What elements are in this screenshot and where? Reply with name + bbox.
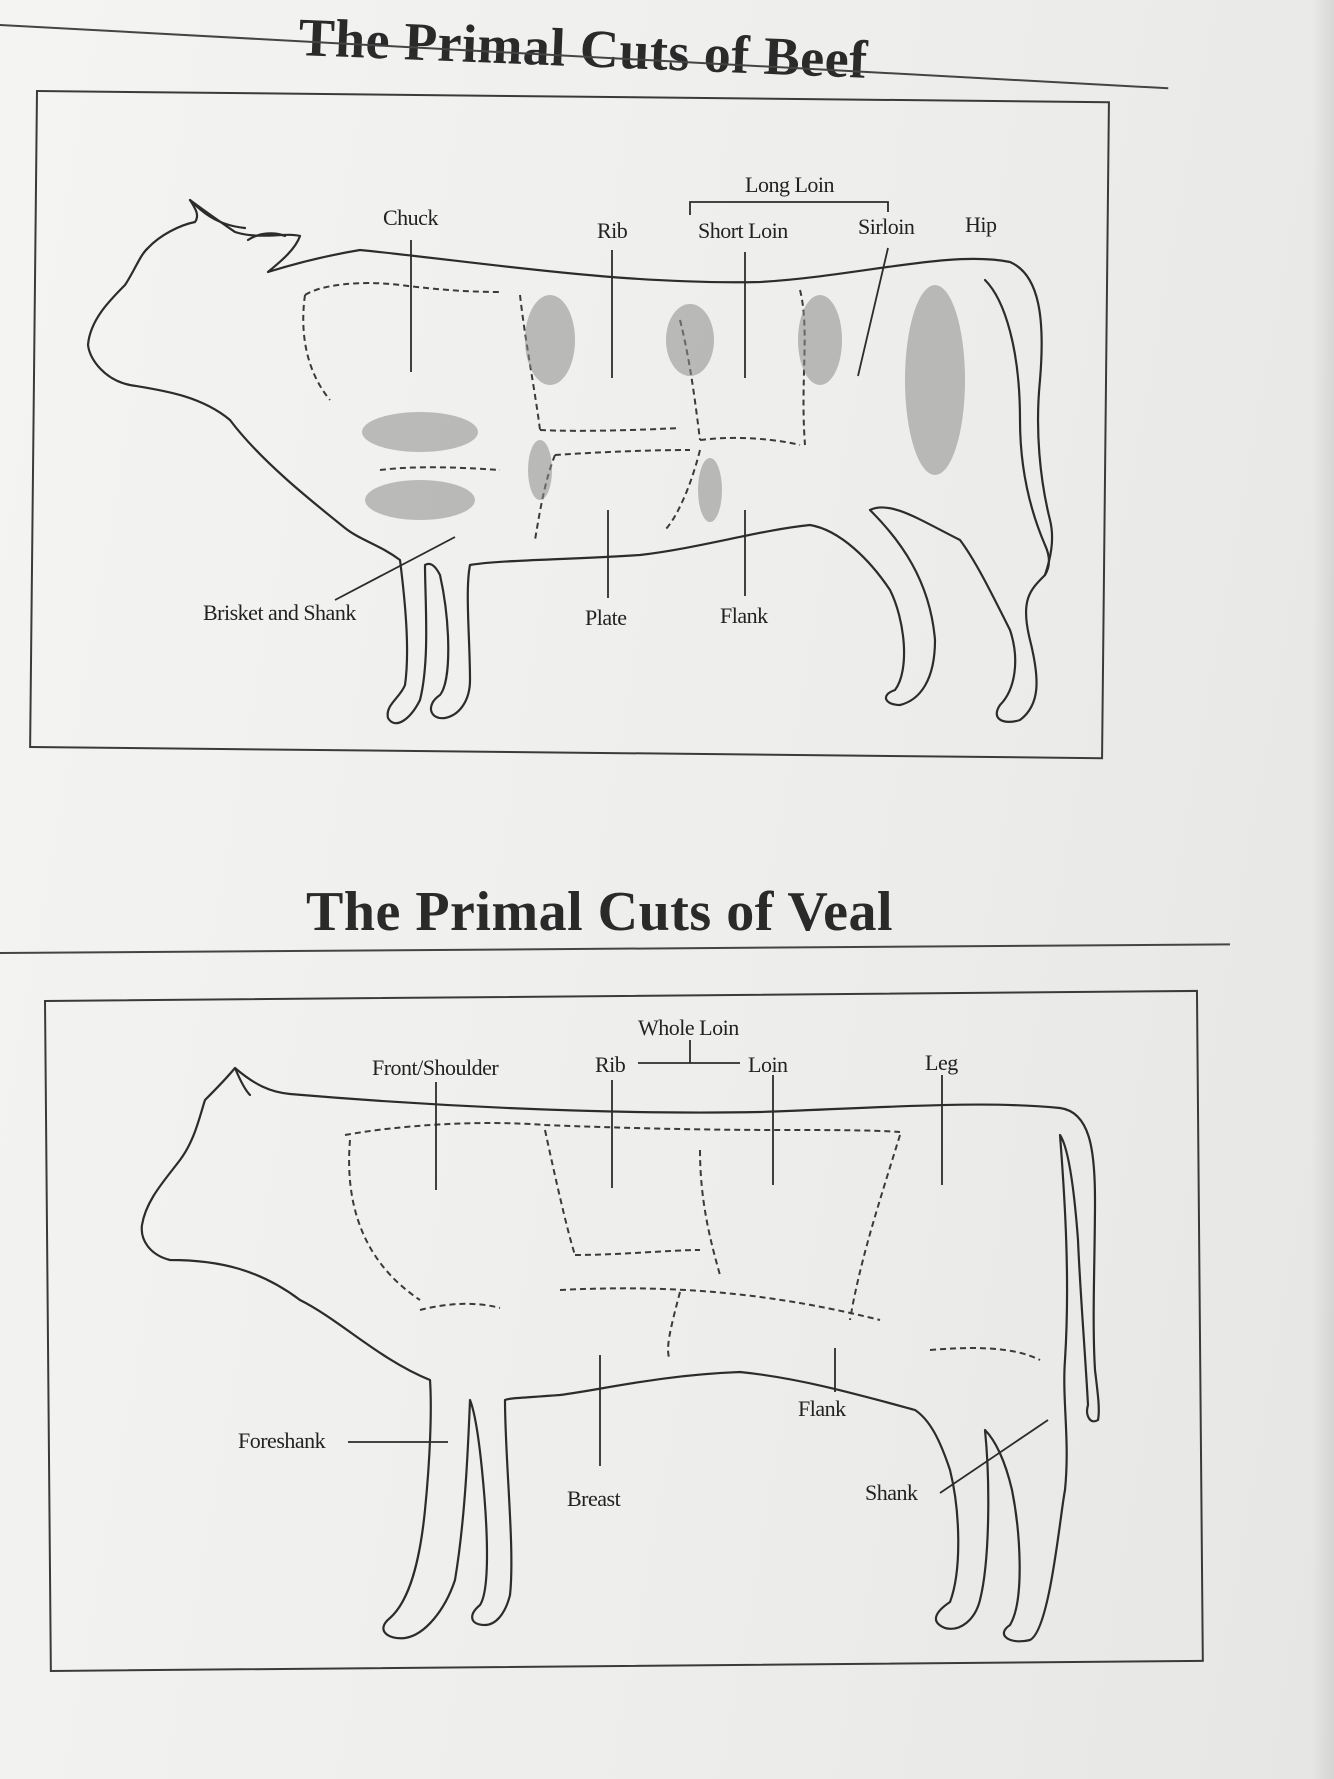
beef-label-sirloin: Sirloin bbox=[858, 214, 914, 240]
veal-label-whole-loin: Whole Loin bbox=[638, 1015, 739, 1041]
veal-label-breast: Breast bbox=[567, 1486, 620, 1512]
beef-shading bbox=[362, 285, 965, 522]
veal-label-loin: Loin bbox=[748, 1052, 788, 1078]
veal-label-rib: Rib bbox=[595, 1052, 625, 1078]
veal-label-foreshank: Foreshank bbox=[238, 1428, 325, 1454]
veal-label-shank: Shank bbox=[865, 1480, 918, 1506]
beef-label-plate: Plate bbox=[585, 605, 627, 631]
beef-cow-outline bbox=[88, 200, 1052, 723]
veal-title: The Primal Cuts of Veal bbox=[306, 880, 893, 944]
beef-label-flank: Flank bbox=[720, 603, 768, 629]
beef-label-short-loin: Short Loin bbox=[698, 218, 788, 244]
beef-label-hip: Hip bbox=[965, 212, 997, 238]
veal-label-leg: Leg bbox=[925, 1050, 958, 1076]
beef-label-long-loin: Long Loin bbox=[745, 172, 834, 198]
veal-label-front-shoulder: Front/Shoulder bbox=[372, 1055, 498, 1081]
beef-label-chuck: Chuck bbox=[383, 205, 438, 231]
veal-diagram-frame bbox=[44, 990, 1204, 1672]
beef-leader-lines bbox=[335, 202, 888, 600]
veal-label-flank: Flank bbox=[798, 1396, 846, 1422]
beef-label-rib: Rib bbox=[597, 218, 627, 244]
beef-label-brisket-shank: Brisket and Shank bbox=[203, 600, 356, 626]
